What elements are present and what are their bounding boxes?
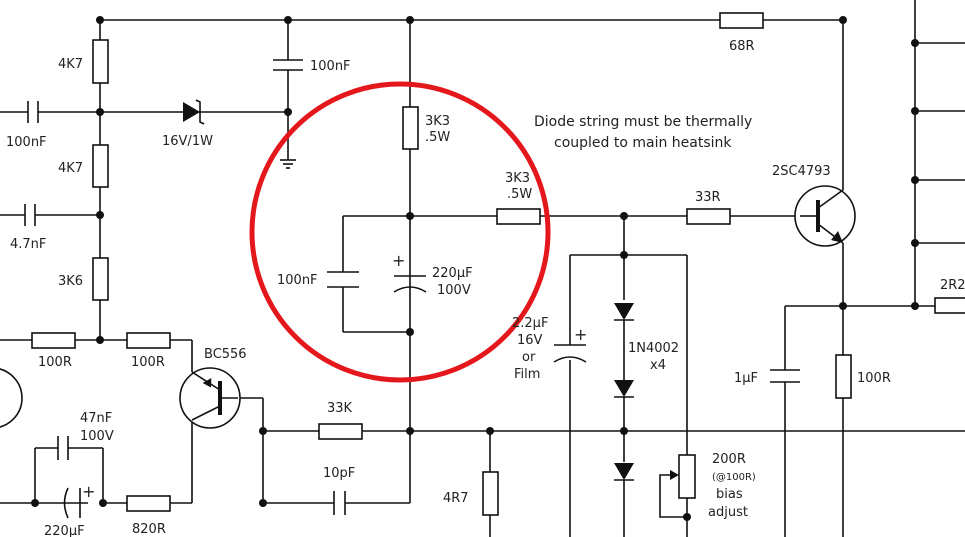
capacitor-220uf-low <box>63 487 69 519</box>
resistor-4r7 <box>482 471 499 516</box>
label-100nf-top: 100nF <box>310 59 351 74</box>
resistor-100r-mid <box>126 332 171 349</box>
zener-diode <box>183 99 205 125</box>
resistor-100r-left <box>31 332 76 349</box>
label-2u2: 2.2µF <box>512 316 548 331</box>
resistor-820r <box>126 495 171 512</box>
pot-wiper-arrow <box>670 470 679 480</box>
label-2u2-or: or <box>522 350 536 365</box>
label-1n4002-count: x4 <box>650 358 666 373</box>
label-220uf-low: 220µF <box>44 524 85 537</box>
resistor-3k3-horizontal <box>496 208 541 225</box>
diode-1n4002-3 <box>614 463 634 481</box>
diode-1n4002-1 <box>614 303 634 321</box>
junction-dots <box>31 16 919 521</box>
label-3k3-horizontal-watt: .5W <box>507 187 532 202</box>
label-220uf-volts: 100V <box>437 283 471 298</box>
label-100nf-mid: 100nF <box>277 273 318 288</box>
label-2u2-volts: 16V <box>517 333 543 348</box>
label-4r7: 4R7 <box>443 491 469 506</box>
label-plus-220uf-low: + <box>82 482 95 501</box>
potentiometer-200r <box>678 454 696 499</box>
resistor-100r-right <box>835 354 852 399</box>
label-100r-mid: 100R <box>131 355 165 370</box>
label-2r2: 2R2 <box>940 278 965 293</box>
resistor-33k <box>318 423 363 440</box>
label-100nf-input: 100nF <box>6 135 47 150</box>
label-bc556: BC556 <box>204 347 247 362</box>
label-zener: 16V/1W <box>162 134 213 149</box>
label-plus-2u2: + <box>574 325 587 344</box>
resistor-3k3-vertical <box>402 106 419 150</box>
label-200r: 200R <box>712 452 746 467</box>
resistor-4k7-lower <box>92 144 109 188</box>
label-plus-220uf: + <box>392 251 405 270</box>
label-820r: 820R <box>132 522 166 537</box>
label-33r: 33R <box>695 190 721 205</box>
capacitors <box>24 59 800 519</box>
label-100r-right: 100R <box>857 371 891 386</box>
label-1uf: 1µF <box>734 371 758 386</box>
transistor-bc556 <box>179 367 241 429</box>
label-10pf: 10pF <box>323 466 355 481</box>
label-4n7: 4.7nF <box>10 237 46 252</box>
label-47nf-volts: 100V <box>80 429 114 444</box>
label-68r: 68R <box>729 39 755 54</box>
resistor-33r <box>686 208 731 225</box>
resistors <box>31 12 965 516</box>
resistor-4k7-upper <box>92 39 109 84</box>
label-3k6: 3K6 <box>58 274 83 289</box>
diagram-note-line2: coupled to main heatsink <box>554 135 732 151</box>
resistor-3k6 <box>92 257 109 301</box>
resistor-68r <box>719 12 764 29</box>
label-4k7-lower: 4K7 <box>58 161 83 176</box>
transistor-partial-left <box>0 368 23 428</box>
label-33k: 33K <box>327 401 353 416</box>
label-3k3-vertical: 3K3 <box>425 114 450 129</box>
label-3k3-horizontal: 3K3 <box>505 171 530 186</box>
resistor-2r2 <box>934 297 965 314</box>
label-200r-sub: (@100R) <box>712 472 756 483</box>
label-4k7-upper: 4K7 <box>58 57 83 72</box>
label-adjust: adjust <box>708 505 748 520</box>
diode-1n4002-2 <box>614 380 634 398</box>
highlight-circle <box>249 81 551 383</box>
label-220uf: 220µF <box>432 266 473 281</box>
transistor-2sc4793 <box>794 185 856 247</box>
diagram-note-line1: Diode string must be thermally <box>534 114 752 130</box>
label-47nf: 47nF <box>80 411 112 426</box>
label-3k3-vertical-watt: .5W <box>425 130 450 145</box>
diodes <box>183 99 634 481</box>
label-2sc4793: 2SC4793 <box>772 164 831 179</box>
label-bias: bias <box>716 487 743 502</box>
label-2u2-film: Film <box>514 367 540 382</box>
labels: 4K7 4K7 3K6 100nF 4.7nF 16V/1W 100nF 3K3… <box>6 39 965 537</box>
label-100r-left: 100R <box>38 355 72 370</box>
label-1n4002: 1N4002 <box>628 341 679 356</box>
